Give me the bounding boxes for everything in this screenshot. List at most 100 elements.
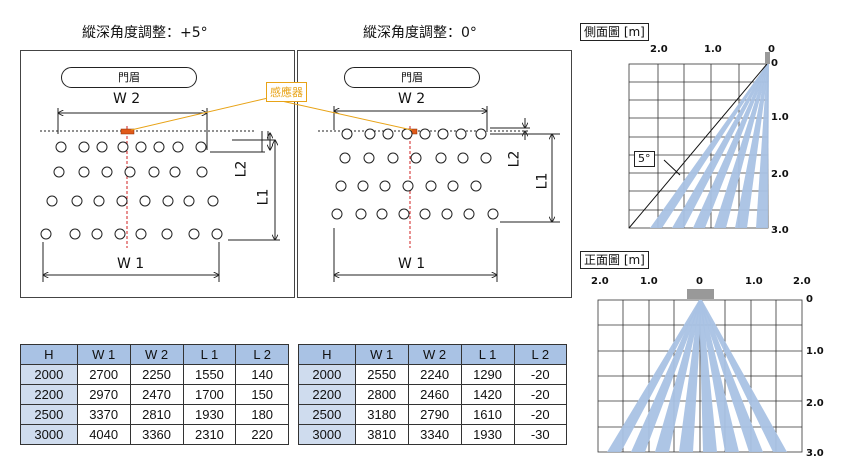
front-beam [607, 300, 702, 452]
table-header: W 2 [407, 344, 462, 365]
front-top-tick: 1.0 [640, 276, 658, 287]
table-header: W 1 [76, 344, 131, 365]
table-cell: 140 [235, 364, 289, 385]
front-right-tick: 1.0 [806, 346, 824, 357]
side-beam [672, 64, 769, 228]
left-detection-spots [40, 141, 223, 240]
table-cell: 4040 [76, 424, 131, 445]
detection-spot [96, 141, 108, 153]
detection-spot [46, 195, 58, 207]
detection-spot [188, 228, 200, 240]
left-sensor-icon [120, 128, 135, 135]
table-cell: 2310 [182, 424, 237, 445]
side-view-angle-label: 5° [634, 151, 655, 167]
detection-spot [114, 228, 126, 240]
callout-leader-right [267, 97, 413, 131]
detection-spot [91, 228, 103, 240]
table-cell: 3000 [298, 424, 356, 445]
front-beam [699, 300, 763, 452]
table-cell: 2810 [129, 404, 184, 425]
w2-label: W 2 [398, 91, 426, 107]
table-cell: 3340 [407, 424, 462, 445]
side-right-tick: 1.0 [771, 112, 789, 123]
detection-spot [196, 166, 208, 178]
table-header: L 1 [460, 344, 515, 365]
front-top-tick: 0 [696, 276, 703, 287]
table-cell: 1610 [460, 404, 515, 425]
side-right-tick: 0 [771, 58, 778, 69]
table-header-row: H W 1 W 2 L 1 L 2 [20, 344, 289, 365]
detection-spot [341, 128, 353, 140]
side-right-tick: 3.0 [771, 225, 789, 236]
detection-spot [339, 152, 351, 164]
detection-spot [40, 228, 52, 240]
detection-spot [93, 195, 105, 207]
front-beam [699, 300, 717, 452]
detection-spot [78, 141, 90, 153]
detection-spot [419, 208, 431, 220]
side-view-sensor-icon [765, 52, 770, 64]
table-cell: 1290 [460, 364, 515, 385]
table-header: W 1 [354, 344, 409, 365]
side-top-tick: 0 [768, 44, 775, 55]
table-cell: 220 [235, 424, 289, 445]
detection-spot [135, 228, 147, 240]
table-cell: 2500 [298, 404, 356, 425]
table-cell: 3810 [354, 424, 409, 445]
left-detection-panel: 門眉 W 2 W 1 L2 L1 [20, 50, 295, 298]
detection-spot [195, 141, 207, 153]
detection-spot [435, 152, 447, 164]
detection-spot [211, 228, 223, 240]
detection-spot [69, 228, 81, 240]
table-cell: 180 [235, 404, 289, 425]
front-view-sensor-icon [687, 289, 714, 299]
detection-spot [470, 180, 482, 192]
detection-spot [101, 166, 113, 178]
front-beam [655, 300, 702, 452]
table-cell: -20 [513, 384, 567, 405]
sensor-callout-label: 感應器 [266, 82, 307, 102]
side-view-angle-leader [663, 159, 681, 176]
front-view-title: 正面圖 [m] [580, 251, 649, 269]
detection-spot [124, 166, 136, 178]
detection-spot [379, 180, 391, 192]
table-cell: -20 [513, 364, 567, 385]
front-beam [699, 300, 739, 452]
table-cell: 150 [235, 384, 289, 405]
table-cell: 2790 [407, 404, 462, 425]
detection-spot [153, 141, 165, 153]
middle-panel-title: 縱深角度調整：0° [363, 25, 477, 41]
front-right-tick: 3.0 [806, 448, 824, 459]
front-right-tick: 2.0 [806, 398, 824, 409]
side-view-title: 側面圖 [m] [580, 23, 649, 41]
table-cell: 1420 [460, 384, 515, 405]
detection-spot [480, 152, 492, 164]
detection-spot [207, 195, 219, 207]
side-beam [714, 64, 769, 228]
front-beam [631, 300, 702, 452]
detection-spot [402, 180, 414, 192]
w1-label: W 1 [398, 256, 426, 272]
detection-spot [387, 152, 399, 164]
detection-spot [139, 195, 151, 207]
detection-spot [363, 152, 375, 164]
table-cell: 2700 [76, 364, 131, 385]
table-cell: 3000 [20, 424, 78, 445]
left-dimension-lines [40, 108, 280, 282]
w1-label: W 1 [117, 256, 145, 272]
detection-spot [487, 208, 499, 220]
detection-spot [457, 152, 469, 164]
callout-leader-left [130, 97, 269, 131]
table-cell: -20 [513, 404, 567, 425]
front-right-tick: 0 [806, 294, 813, 305]
w2-label: W 2 [113, 91, 141, 107]
